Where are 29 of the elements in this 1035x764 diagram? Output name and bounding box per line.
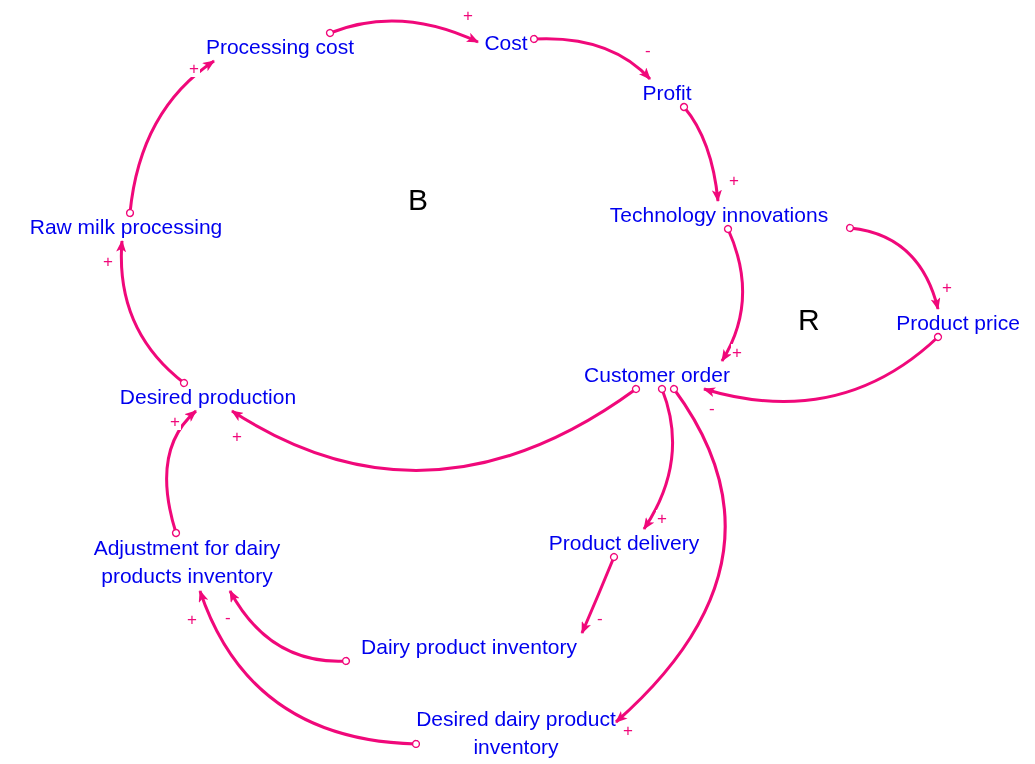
causal-link-arrow: [198, 590, 421, 749]
loop-marker: R: [798, 304, 820, 336]
variable-label: Processing cost: [205, 34, 355, 60]
variable-label: Raw milk processing: [29, 214, 223, 240]
causal-link-arrow: [614, 384, 727, 724]
causal-link-arrow: [642, 384, 674, 530]
causal-link-arrow: [703, 332, 943, 403]
variable-label: Product price: [896, 310, 1020, 336]
causal-link-arrow: [231, 384, 641, 472]
variable-label: Cost: [484, 30, 528, 56]
variable-label: Dairy product inventory: [361, 634, 577, 660]
causal-link-arrow: [720, 224, 744, 362]
causal-link-arrow: [116, 240, 189, 388]
causal-link-arrow: [529, 34, 652, 81]
variable-label: Desired dairy product inventory: [416, 706, 616, 760]
variable-label: Adjustment for dairy products inventory: [92, 535, 282, 589]
causal-link-arrow: [165, 409, 198, 538]
variable-label: Desired production: [119, 384, 297, 410]
variable-label: Technology innovations: [609, 202, 829, 228]
variable-label: Profit: [642, 80, 692, 106]
variable-label: Customer order: [584, 362, 730, 388]
causal-link-arrow: [845, 223, 940, 310]
causal-link-arrow: [580, 552, 619, 634]
causal-link-arrow: [679, 102, 722, 202]
loop-marker: B: [408, 184, 428, 216]
causal-link-arrow: [125, 59, 215, 218]
causal-link-arrow: [228, 590, 351, 666]
causal-link-arrow: [325, 19, 479, 44]
variable-label: Product delivery: [548, 530, 700, 556]
